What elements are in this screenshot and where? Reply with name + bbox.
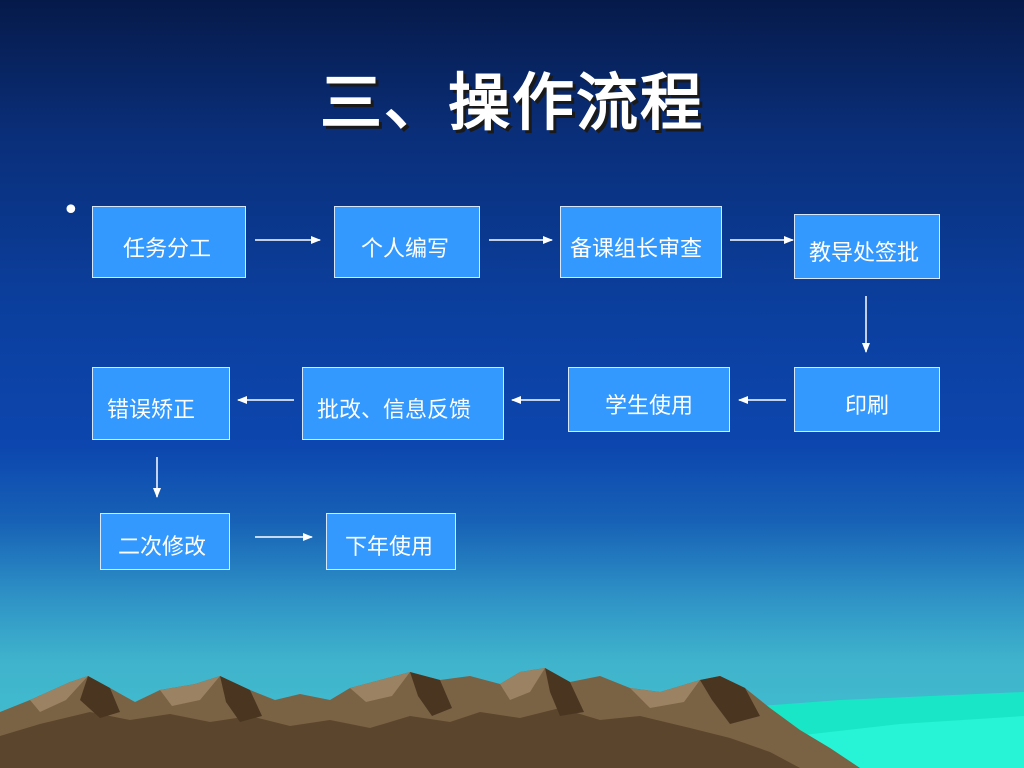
mountain-highlight-2	[160, 676, 220, 706]
mountain-shadow-3	[410, 672, 452, 716]
step-label: 印刷	[845, 394, 890, 419]
step-printing: 印刷	[794, 367, 940, 432]
mountain-range-front	[0, 708, 800, 768]
mountain-shadow-4	[545, 668, 584, 716]
step-next-year-use: 下年使用	[326, 513, 456, 570]
mountain-highlight-5	[630, 680, 700, 708]
slide-title: 三、操作流程	[319, 66, 704, 139]
mountain-shadow-2	[220, 676, 262, 722]
step-academic-office-approval: 教导处签批	[794, 214, 940, 279]
mountain-highlight-3	[350, 672, 410, 702]
step-label: 批改、信息反馈	[317, 398, 472, 423]
step-label: 备课组长审查	[570, 237, 703, 262]
step-label: 个人编写	[361, 237, 450, 262]
mountain-shadow-1	[80, 676, 120, 718]
step-label: 下年使用	[345, 535, 434, 560]
step-label: 错误矫正	[107, 398, 196, 423]
step-grading-feedback: 批改、信息反馈	[302, 367, 504, 440]
step-label: 任务分工	[123, 237, 212, 262]
mountain-shadow-5	[700, 676, 760, 724]
step-label: 二次修改	[118, 535, 207, 560]
mountain-highlight-4	[500, 668, 545, 700]
mountain-highlight-1	[30, 676, 88, 712]
step-task-assignment: 任务分工	[92, 206, 246, 278]
step-label: 学生使用	[605, 394, 694, 419]
step-label: 教导处签批	[809, 241, 920, 266]
step-second-revision: 二次修改	[100, 513, 230, 570]
step-group-leader-review: 备课组长审查	[560, 206, 722, 278]
step-error-correction: 错误矫正	[92, 367, 230, 440]
bullet-marker: •	[62, 193, 80, 228]
step-individual-writing: 个人编写	[334, 206, 480, 278]
step-student-use: 学生使用	[568, 367, 730, 432]
